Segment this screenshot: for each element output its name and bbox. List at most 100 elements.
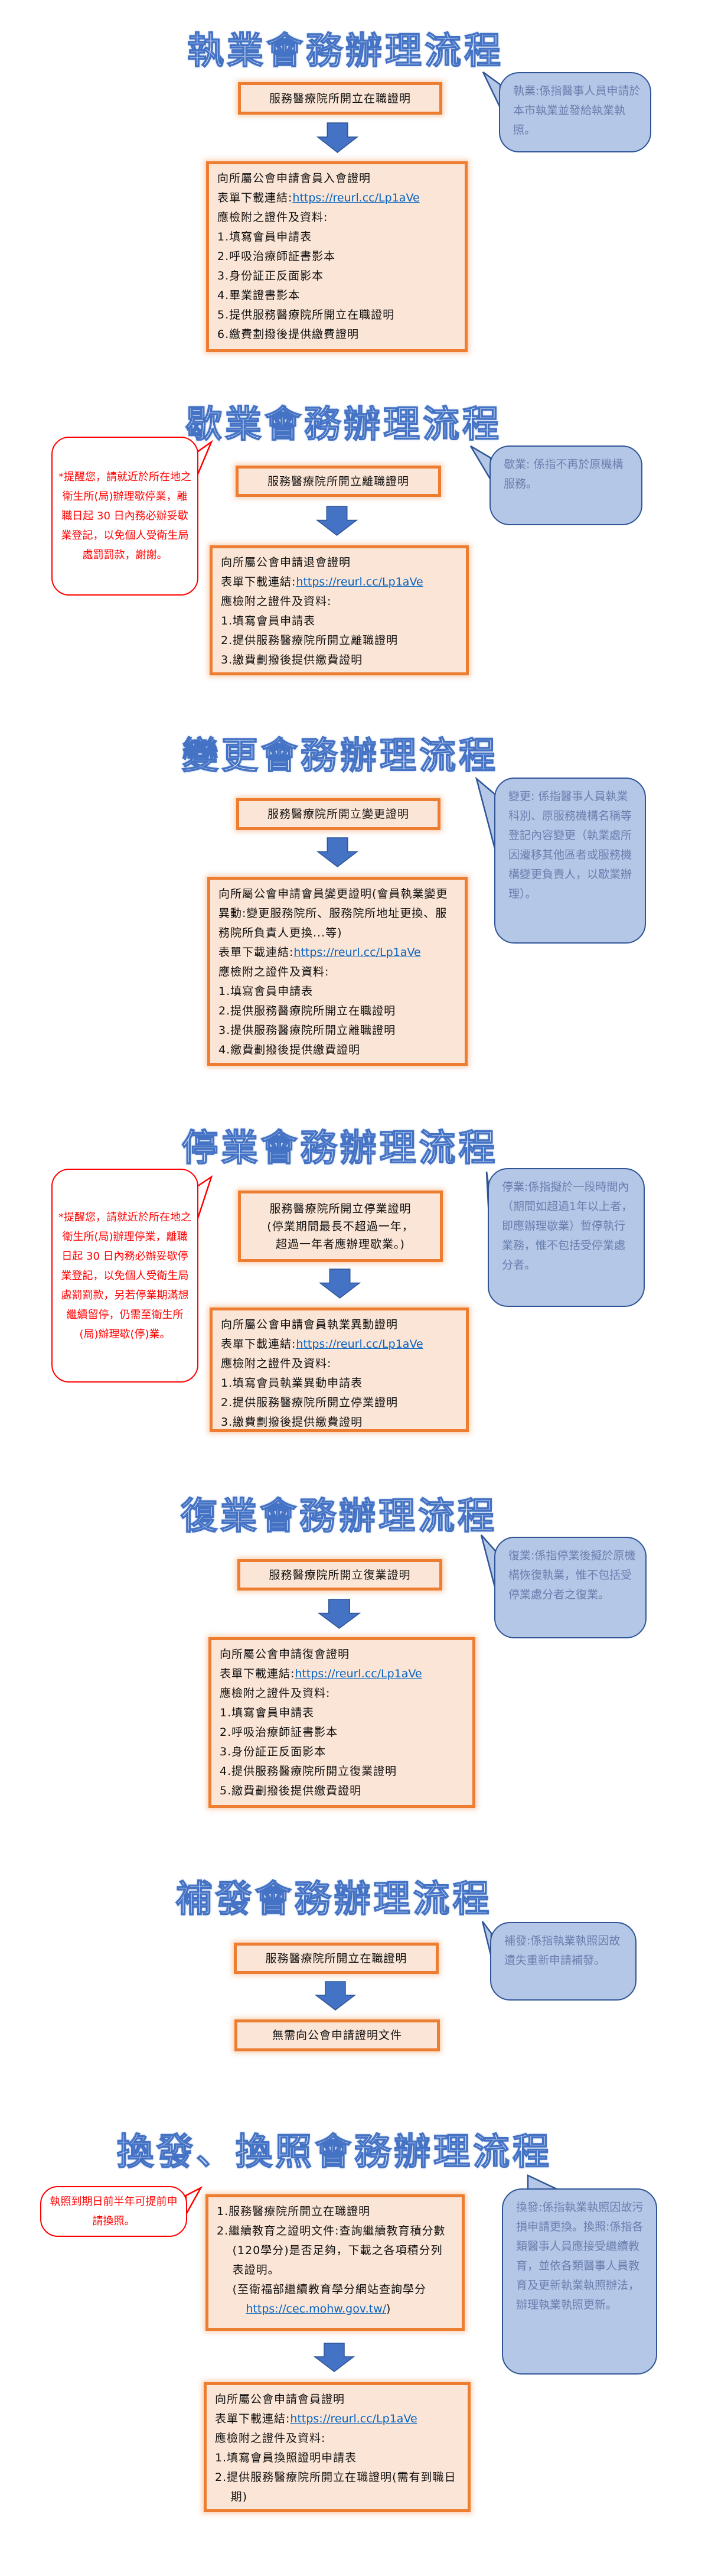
text-line: 1.填寫會員申請表 bbox=[217, 227, 456, 247]
reminder-callout: *提醒您，請就近於所在地之衛生所(局)辦理停業，離職日起 30 日內務必辦妥歇停… bbox=[51, 1169, 198, 1383]
text-line: 表單下載連結:https://reurl.cc/Lp1aVe bbox=[221, 573, 458, 592]
step2-box: 無需向公會申請證明文件 bbox=[234, 2019, 440, 2051]
step1-text: 服務醫療院所開立在職證明 bbox=[265, 1951, 407, 1965]
line-text: 1.填寫會員執業異動申請表 bbox=[221, 1377, 363, 1390]
form-download-link[interactable]: https://reurl.cc/Lp1aVe bbox=[295, 1667, 422, 1680]
line-text: 表單下載連結: bbox=[221, 1338, 296, 1351]
line-text: 3.身份証正反面影本 bbox=[217, 269, 324, 282]
section-title: 歇業會務辦理流程 bbox=[185, 402, 502, 446]
step1-text: 服務醫療院所開立在職證明 bbox=[269, 92, 411, 105]
line-text: 3.身份証正反面影本 bbox=[220, 1745, 327, 1758]
section-title: 執業會務辦理流程 bbox=[187, 28, 504, 73]
step2-box: 向所屬公會申請復會證明表單下載連結:https://reurl.cc/Lp1aV… bbox=[208, 1637, 475, 1808]
text-line: 5.繳費劃撥後提供繳費證明 bbox=[220, 1781, 464, 1801]
section-title: 補發會務辦理流程 bbox=[175, 1876, 492, 1921]
step1-text: 服務醫療院所開立變更證明 bbox=[267, 808, 409, 821]
definition-callout: 歇業: 係指不再於原機構服務。 bbox=[489, 445, 642, 525]
line-text: 2.提供服務醫療院所開立離職證明 bbox=[221, 634, 399, 647]
form-download-link[interactable]: https://reurl.cc/Lp1aVe bbox=[296, 575, 423, 588]
step1-box: 服務醫療院所開立變更證明 bbox=[236, 798, 440, 830]
line-text: 表單下載連結: bbox=[221, 575, 296, 588]
text-line: 向所屬公會申請退會證明 bbox=[221, 553, 458, 573]
mohw-cec-link[interactable]: https://cec.mohw.gov.tw/ bbox=[246, 2302, 387, 2315]
definition-callout: 變更: 係指醫事人員執業科別、原服務機構名稱等登記內容變更（執業處所因遷移其他區… bbox=[494, 778, 646, 944]
line-text: 應檢附之證件及資料: bbox=[221, 595, 332, 608]
text-line: 3.身份証正反面影本 bbox=[217, 266, 456, 286]
text-line: 應檢附之證件及資料: bbox=[220, 1684, 464, 1703]
text-line: 向所屬公會申請復會證明 bbox=[220, 1645, 464, 1664]
line-text: 3.繳費劃撥後提供繳費證明 bbox=[221, 1416, 363, 1429]
line-text: 4.繳費劃撥後提供繳費證明 bbox=[218, 1043, 361, 1056]
down-arrow-icon bbox=[316, 122, 359, 153]
definition-callout: 換發:係指執業執照因故污損申請更換。換照:係指各類醫事人員應接受繼續教育，並依各… bbox=[502, 2188, 657, 2375]
line-text: 向所屬公會申請會員變更證明(會員執業變更異動:變更服務院所、服務院所地址更換、服… bbox=[218, 887, 448, 939]
line-text: 3.提供服務醫療院所開立離職證明 bbox=[218, 1024, 396, 1037]
section-title: 復業會務辦理流程 bbox=[180, 1494, 497, 1538]
text-line: 3.身份証正反面影本 bbox=[220, 1742, 464, 1762]
down-arrow-icon bbox=[313, 2343, 355, 2372]
text-line: 表單下載連結:https://reurl.cc/Lp1aVe bbox=[218, 943, 456, 962]
line-text: 表單下載連結: bbox=[217, 191, 293, 204]
text-line: 3.提供服務醫療院所開立離職證明 bbox=[218, 1021, 456, 1040]
link-suffix: ) bbox=[386, 2302, 391, 2315]
line-text: 6.繳費劃撥後提供繳費證明 bbox=[217, 328, 360, 341]
line-text: 應檢附之證件及資料: bbox=[218, 965, 329, 978]
down-arrow-icon bbox=[317, 1599, 361, 1629]
reminder-callout: 執照到期日前半年可提前申請換照。 bbox=[40, 2186, 187, 2237]
section-title: 變更會務辦理流程 bbox=[181, 733, 498, 778]
line-text: 2.呼吸治療師証書影本 bbox=[217, 250, 336, 263]
down-arrow-icon bbox=[316, 837, 359, 867]
line-text: 2.提供服務醫療院所開立停業證明 bbox=[221, 1396, 399, 1409]
definition-callout: 復業:係指停業後擬於原機構恢復執業，惟不包括受停業處分者之復業。 bbox=[494, 1537, 647, 1638]
text-line: 1.填寫會員換照證明申請表 bbox=[215, 2448, 459, 2468]
reminder-callout-tail bbox=[196, 1175, 213, 1221]
line-text: 4.提供服務醫療院所開立復業證明 bbox=[220, 1765, 397, 1778]
text-line: 4.畢業證書影本 bbox=[217, 286, 456, 305]
line-text: 無需向公會申請證明文件 bbox=[272, 2029, 402, 2042]
step1-text: (至衛福部繼續教育學分網站查詢學分 bbox=[232, 2283, 427, 2296]
line-text: 向所屬公會申請會員執業異動證明 bbox=[221, 1318, 399, 1331]
text-line: 向所屬公會申請會員證明 bbox=[215, 2390, 459, 2409]
text-line: 2.提供服務醫療院所開立在職證明(需有到職日期) bbox=[215, 2468, 459, 2507]
text-line: 向所屬公會申請會員執業異動證明 bbox=[221, 1315, 458, 1335]
down-arrow-icon bbox=[315, 506, 358, 536]
line-text: 向所屬公會申請退會證明 bbox=[221, 556, 351, 569]
text-line: 2.呼吸治療師証書影本 bbox=[217, 247, 456, 266]
text-line: 應檢附之證件及資料: bbox=[218, 962, 456, 982]
down-arrow-icon bbox=[318, 1269, 361, 1299]
step1-text: 服務醫療院所開立離職證明 bbox=[267, 474, 409, 488]
step1-text: 服務醫療院所開立復業證明 bbox=[269, 1568, 411, 1582]
text-line: 應檢附之證件及資料: bbox=[217, 208, 456, 227]
line-text: 3.繳費劃撥後提供繳費證明 bbox=[221, 653, 363, 666]
form-download-link[interactable]: https://reurl.cc/Lp1aVe bbox=[293, 946, 421, 959]
form-download-link[interactable]: https://reurl.cc/Lp1aVe bbox=[290, 2412, 417, 2425]
step2-box: 向所屬公會申請退會證明表單下載連結:https://reurl.cc/Lp1aV… bbox=[210, 545, 469, 675]
step1-box: 服務醫療院所開立在職證明 bbox=[238, 82, 442, 115]
text-line: 4.提供服務醫療院所開立復業證明 bbox=[220, 1762, 464, 1781]
step1-text: 超過一年者應辦理歇業。) bbox=[276, 1237, 405, 1251]
line-text: 應檢附之證件及資料: bbox=[215, 2432, 326, 2445]
text-line: 1.填寫會員申請表 bbox=[220, 1703, 464, 1723]
text-line: 6.繳費劃撥後提供繳費證明 bbox=[217, 325, 456, 344]
text-line: 應檢附之證件及資料: bbox=[215, 2429, 459, 2448]
text-line: 1.填寫會員申請表 bbox=[221, 612, 458, 631]
definition-callout-tail bbox=[480, 1534, 497, 1590]
form-download-link[interactable]: https://reurl.cc/Lp1aVe bbox=[292, 191, 420, 204]
line-text: 1.填寫會員申請表 bbox=[221, 614, 316, 627]
text-line: 4.繳費劃撥後提供繳費證明 bbox=[218, 1040, 456, 1060]
section-title: 停業會務辦理流程 bbox=[181, 1126, 498, 1170]
line-text: 表單下載連結: bbox=[215, 2412, 291, 2425]
step1-link-line: https://cec.mohw.gov.tw/) bbox=[217, 2299, 453, 2319]
text-line: 3.繳費劃撥後提供繳費證明 bbox=[221, 650, 458, 670]
line-text: 向所屬公會申請會員入會證明 bbox=[217, 172, 371, 185]
line-text: 1.填寫會員申請表 bbox=[218, 985, 314, 998]
text-line: 向所屬公會申請會員入會證明 bbox=[217, 169, 456, 188]
form-download-link[interactable]: https://reurl.cc/Lp1aVe bbox=[296, 1338, 423, 1351]
text-line: 表單下載連結:https://reurl.cc/Lp1aVe bbox=[221, 1335, 458, 1354]
definition-callout: 補發:係指執業執照因故遺失重新申請補發。 bbox=[490, 1922, 637, 2001]
reminder-text: 執照到期日前半年可提前申請換照。 bbox=[50, 2196, 178, 2227]
step1-box: 服務醫療院所開立停業證明(停業期間最長不超過一年，超過一年者應辦理歇業。) bbox=[238, 1191, 443, 1262]
text-line: 5.提供服務醫療院所開立在職證明 bbox=[217, 305, 456, 325]
text-line: 1.填寫會員執業異動申請表 bbox=[221, 1374, 458, 1393]
